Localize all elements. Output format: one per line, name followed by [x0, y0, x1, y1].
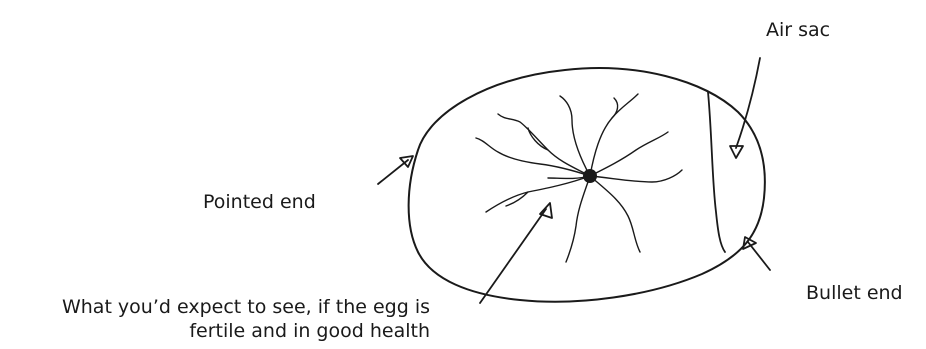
fertile-arrow-line [480, 209, 546, 303]
fertile-label-line-2: fertile and in good health [62, 319, 430, 343]
air-sac-arrow-line [736, 58, 760, 148]
fertile-label-line-1: What you’d expect to see, if the egg is [62, 295, 430, 319]
air-sac-label: Air sac [766, 18, 830, 42]
bullet-end-arrow-line [748, 242, 770, 270]
embryo-dot [583, 169, 597, 183]
pointed-end-arrow-line [378, 160, 408, 184]
bullet-end-label: Bullet end [806, 281, 903, 305]
pointed-end-label: Pointed end [203, 190, 316, 214]
air-sac-boundary [708, 92, 725, 252]
fertile-egg-label: What you’d expect to see, if the egg is … [62, 295, 430, 343]
blood-vessels [476, 94, 682, 262]
